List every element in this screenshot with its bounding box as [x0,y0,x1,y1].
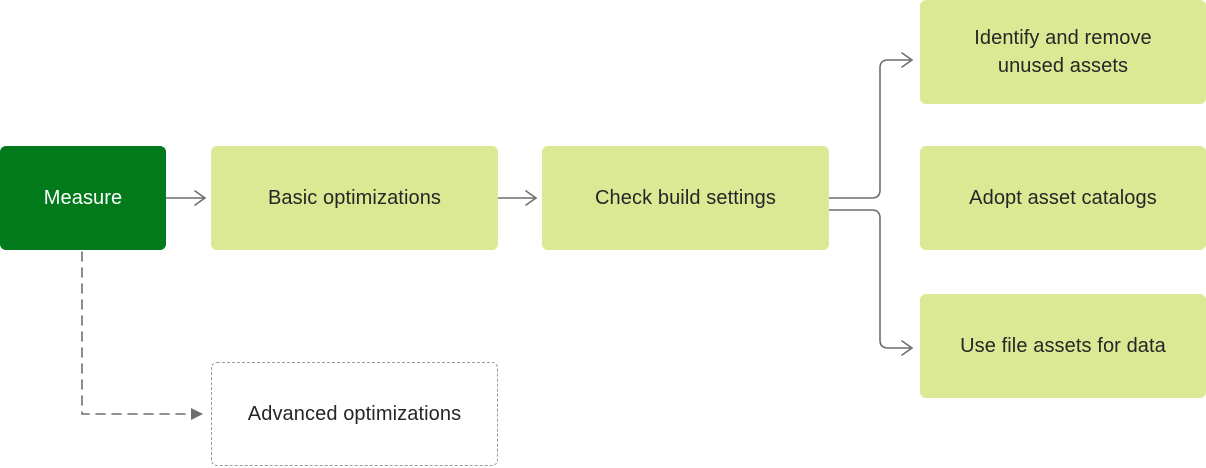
node-basic-optimizations-label: Basic optimizations [267,187,442,209]
node-measure: Measure [0,146,166,250]
arrowhead-basic [194,190,206,206]
node-adopt-asset-catalogs: Adopt asset catalogs [920,146,1206,250]
node-use-file-assets-for-data-label: Use file assets for data [960,335,1166,357]
node-advanced-optimizations: Advanced optimizations [211,362,498,466]
edge-build-to-file-assets [828,209,913,349]
arrowhead-build [525,190,537,206]
arrowhead-file-assets [901,340,913,356]
edge-measure-to-advanced [81,251,204,415]
node-identify-remove-unused-assets-label: Identify and remove unused assets [974,27,1152,77]
node-use-file-assets-for-data: Use file assets for data [920,294,1206,398]
node-check-build-settings-label: Check build settings [595,187,776,209]
node-advanced-optimizations-label: Advanced optimizations [247,403,462,425]
node-adopt-asset-catalogs-label: Adopt asset catalogs [969,187,1157,209]
arrowhead-advanced [191,408,203,420]
node-measure-label: Measure [43,187,123,209]
node-basic-optimizations: Basic optimizations [211,146,498,250]
arrowhead-unused [901,52,913,68]
node-check-build-settings: Check build settings [542,146,829,250]
node-identify-remove-unused-assets: Identify and remove unused assets [920,0,1206,104]
edge-build-to-unused [828,59,913,199]
